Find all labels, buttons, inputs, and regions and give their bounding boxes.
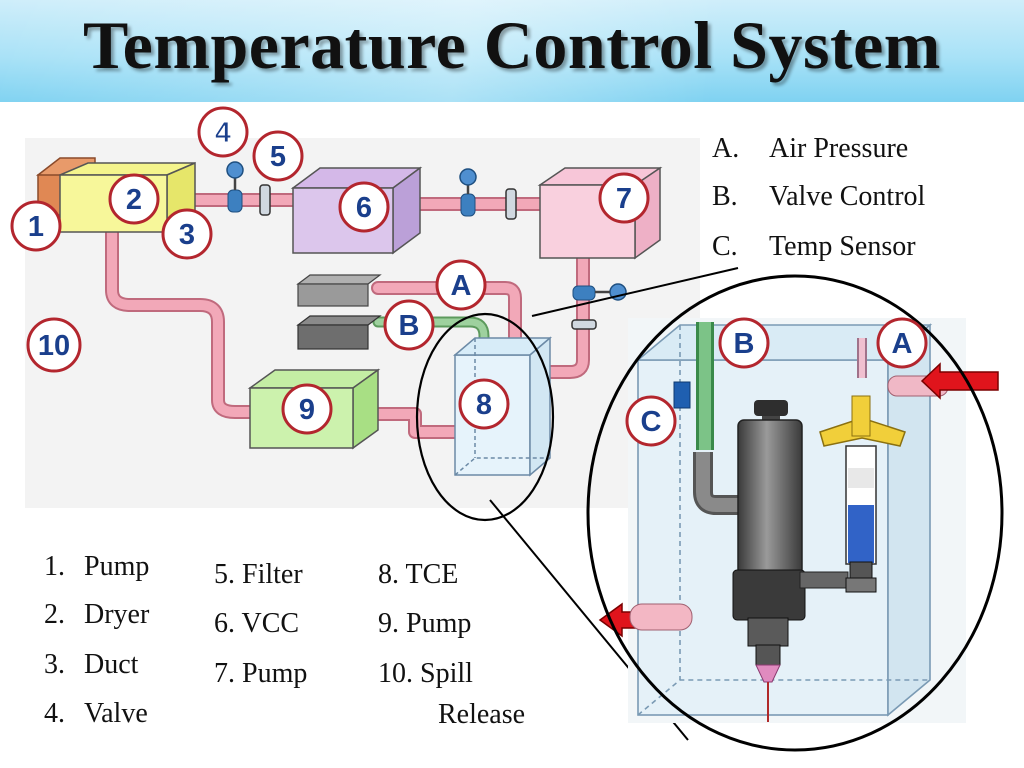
valve-control-source [296, 315, 382, 350]
legend-label: Duct [84, 649, 139, 680]
svg-text:9: 9 [299, 394, 315, 426]
marker-c-detail: C [625, 395, 677, 447]
svg-text:2: 2 [126, 184, 142, 216]
legend-item: 7. Pump [214, 658, 307, 689]
numbered-markers: 4 5 2 1 3 6 7 A [10, 106, 928, 447]
marker-3: 3 [161, 208, 213, 260]
valve-icon [459, 168, 477, 217]
legend-label: Valve [84, 698, 148, 729]
letter-legend: A. Air Pressure B. Valve Control C. Temp… [712, 133, 926, 262]
marker-7: 7 [598, 172, 650, 224]
legend-label-temp-sensor: Temp Sensor [769, 231, 916, 262]
legend-label: Pump [84, 551, 149, 582]
slide-title: Temperature Control System [83, 7, 941, 83]
legend-num: 1. [44, 551, 65, 582]
svg-text:A: A [892, 328, 913, 360]
valve-icon [226, 161, 244, 213]
svg-text:4: 4 [215, 117, 231, 149]
svg-text:5: 5 [270, 141, 286, 173]
legend-item: 5. Filter [214, 559, 303, 590]
legend-key-b: B. [712, 181, 738, 212]
legend-key-c: C. [712, 231, 738, 262]
air-pressure-source [296, 274, 382, 307]
marker-a-main: A [435, 259, 487, 311]
legend-item: Release [438, 699, 525, 730]
marker-6: 6 [338, 181, 390, 233]
svg-text:B: B [734, 328, 755, 360]
marker-4: 4 [197, 106, 249, 158]
svg-text:6: 6 [356, 192, 372, 224]
svg-text:C: C [641, 406, 662, 438]
filter-icon [259, 184, 271, 216]
zoom-circle [586, 274, 1004, 752]
marker-1: 1 [10, 200, 62, 252]
svg-text:10: 10 [38, 330, 70, 362]
legend-num: 4. [44, 698, 65, 729]
marker-9: 9 [281, 383, 333, 435]
legend-label-air-pressure: Air Pressure [769, 133, 908, 164]
detail-view [598, 318, 999, 723]
title-banner [0, 0, 1024, 102]
pipe-network [105, 193, 590, 439]
svg-text:B: B [399, 310, 420, 342]
marker-b-main: B [383, 299, 435, 351]
legend-item: 8. TCE [378, 559, 458, 590]
filter-icon [505, 188, 517, 220]
legend-label-valve-control: Valve Control [769, 181, 926, 212]
legend-label: Dryer [84, 599, 150, 630]
svg-text:3: 3 [179, 219, 195, 251]
marker-10: 10 [26, 317, 82, 373]
legend-item: 6. VCC [214, 608, 299, 639]
legend-item: 10. Spill [378, 658, 473, 689]
legend-item: 9. Pump [378, 608, 471, 639]
marker-2: 2 [108, 173, 160, 225]
legend-key-a: A. [712, 133, 739, 164]
svg-text:7: 7 [616, 183, 632, 215]
marker-8: 8 [458, 378, 510, 430]
svg-text:A: A [451, 270, 472, 302]
legend-num: 3. [44, 649, 65, 680]
legend-num: 2. [44, 599, 65, 630]
svg-text:1: 1 [28, 211, 44, 243]
component-legend: 1. Pump 2. Dryer 3. Duct 4. Valve 5. Fil… [44, 551, 525, 730]
detail-highlight-ellipse [415, 312, 555, 522]
marker-5: 5 [252, 130, 304, 182]
marker-b-detail: B [718, 317, 770, 369]
svg-text:8: 8 [476, 389, 492, 421]
marker-a-detail: A [876, 317, 928, 369]
